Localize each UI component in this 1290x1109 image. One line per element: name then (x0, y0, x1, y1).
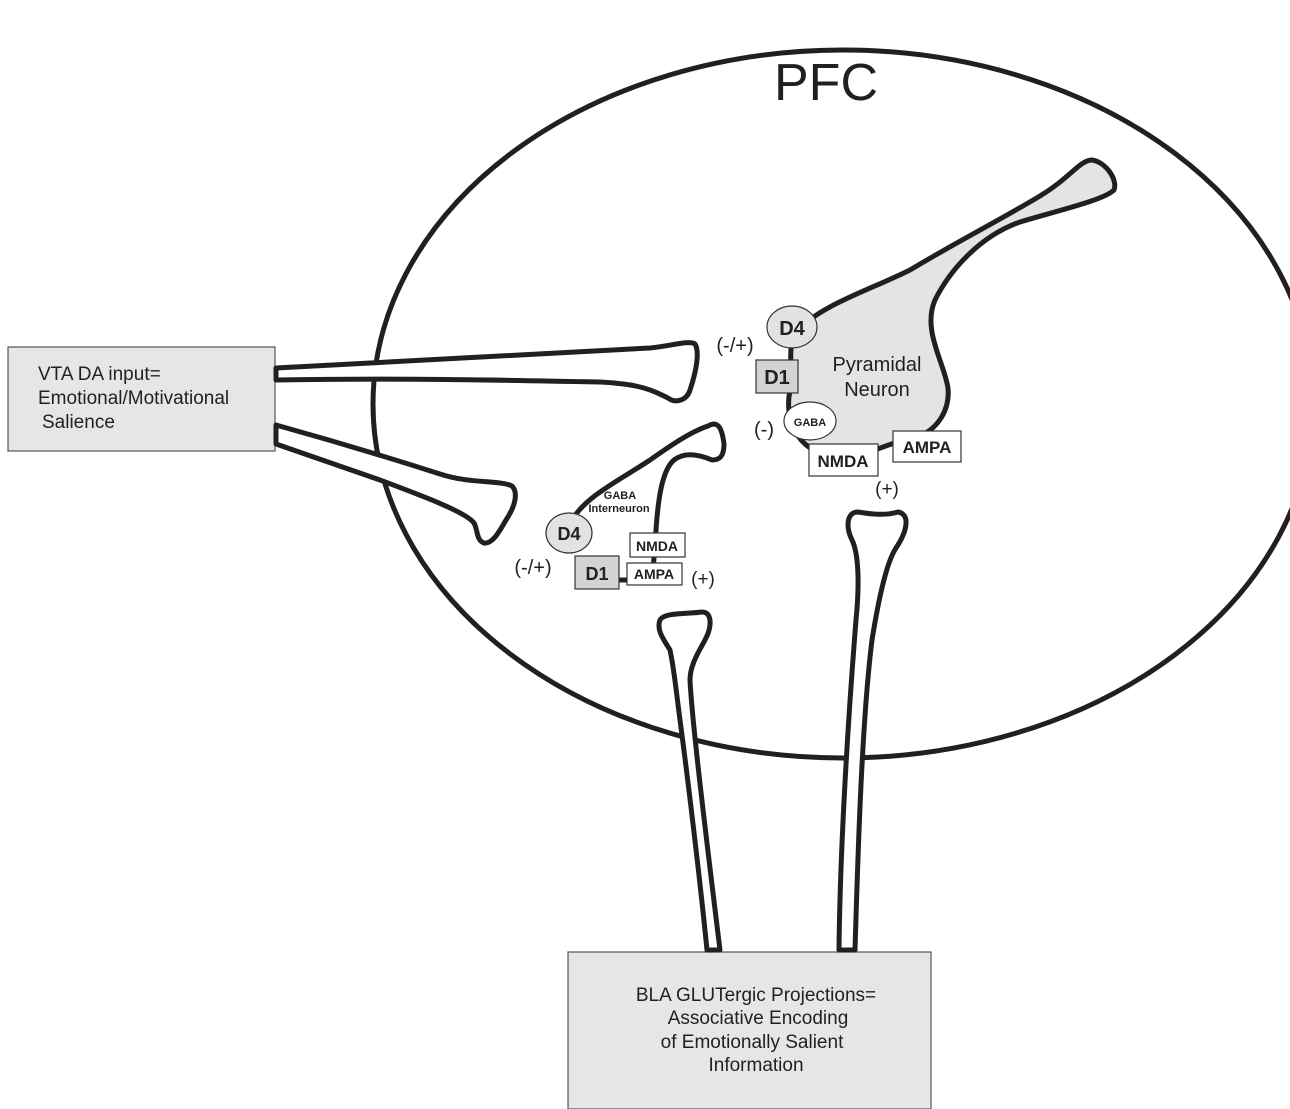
sign-pyr-gaba: (-) (754, 419, 774, 441)
int-ampa-receptor (626, 562, 683, 586)
pyramidal-neuron-body (786, 157, 1118, 459)
sign-int-da: (-/+) (514, 557, 551, 579)
pyr-ampa-receptor (892, 430, 962, 463)
bla-axon-pyramidal (836, 509, 909, 953)
gaba-interneuron-process (569, 421, 727, 583)
vta-box-line3: Salience (42, 412, 115, 433)
pyr-nmda-label: NMDA (818, 452, 869, 471)
pyramidal-label-line2: Neuron (844, 379, 910, 401)
vta-box-line1: VTA DA input= (38, 364, 161, 385)
pfc-title: PFC (774, 54, 878, 112)
bla-axon-interneuron (656, 609, 723, 953)
interneuron-label-line2: Interneuron (588, 503, 649, 515)
sign-pyr-glu: (+) (875, 479, 899, 500)
bla-box-line2: Associative Encoding (668, 1008, 849, 1029)
sign-pyr-da: (-/+) (716, 335, 753, 357)
pyr-d1-label: D1 (764, 367, 790, 389)
bla-box-line3: of Emotionally Salient (661, 1032, 844, 1053)
int-nmda-label: NMDA (636, 538, 678, 554)
pyr-gaba-receptor (783, 401, 837, 441)
int-nmda-receptor (629, 532, 686, 558)
bla-box-line4: Information (708, 1055, 803, 1076)
pyr-d4-label: D4 (779, 318, 805, 340)
interneuron-label-line1: GABA (604, 490, 636, 502)
pfc-ellipse (370, 47, 1290, 761)
pyr-d1-receptor (755, 359, 799, 394)
int-d4-label: D4 (557, 524, 580, 544)
pyramidal-label-line1: Pyramidal (833, 354, 922, 376)
vta-axon-pyramidal (273, 340, 700, 404)
vta-box-line2: Emotional/Motivational (38, 388, 229, 409)
pyr-nmda-receptor (808, 443, 879, 477)
pyr-ampa-label: AMPA (903, 438, 952, 457)
bla-box (567, 951, 932, 1109)
int-d1-receptor (574, 555, 620, 590)
vta-box (7, 346, 276, 452)
pyr-gaba-label: GABA (794, 417, 826, 429)
sign-int-glu: (+) (691, 569, 715, 590)
vta-axon-interneuron (273, 422, 518, 546)
int-d1-label: D1 (585, 564, 608, 584)
int-d4-receptor (545, 512, 593, 554)
pyr-d4-receptor (766, 305, 818, 349)
int-ampa-label: AMPA (634, 566, 674, 582)
bla-box-line1: BLA GLUTergic Projections= (636, 985, 876, 1006)
